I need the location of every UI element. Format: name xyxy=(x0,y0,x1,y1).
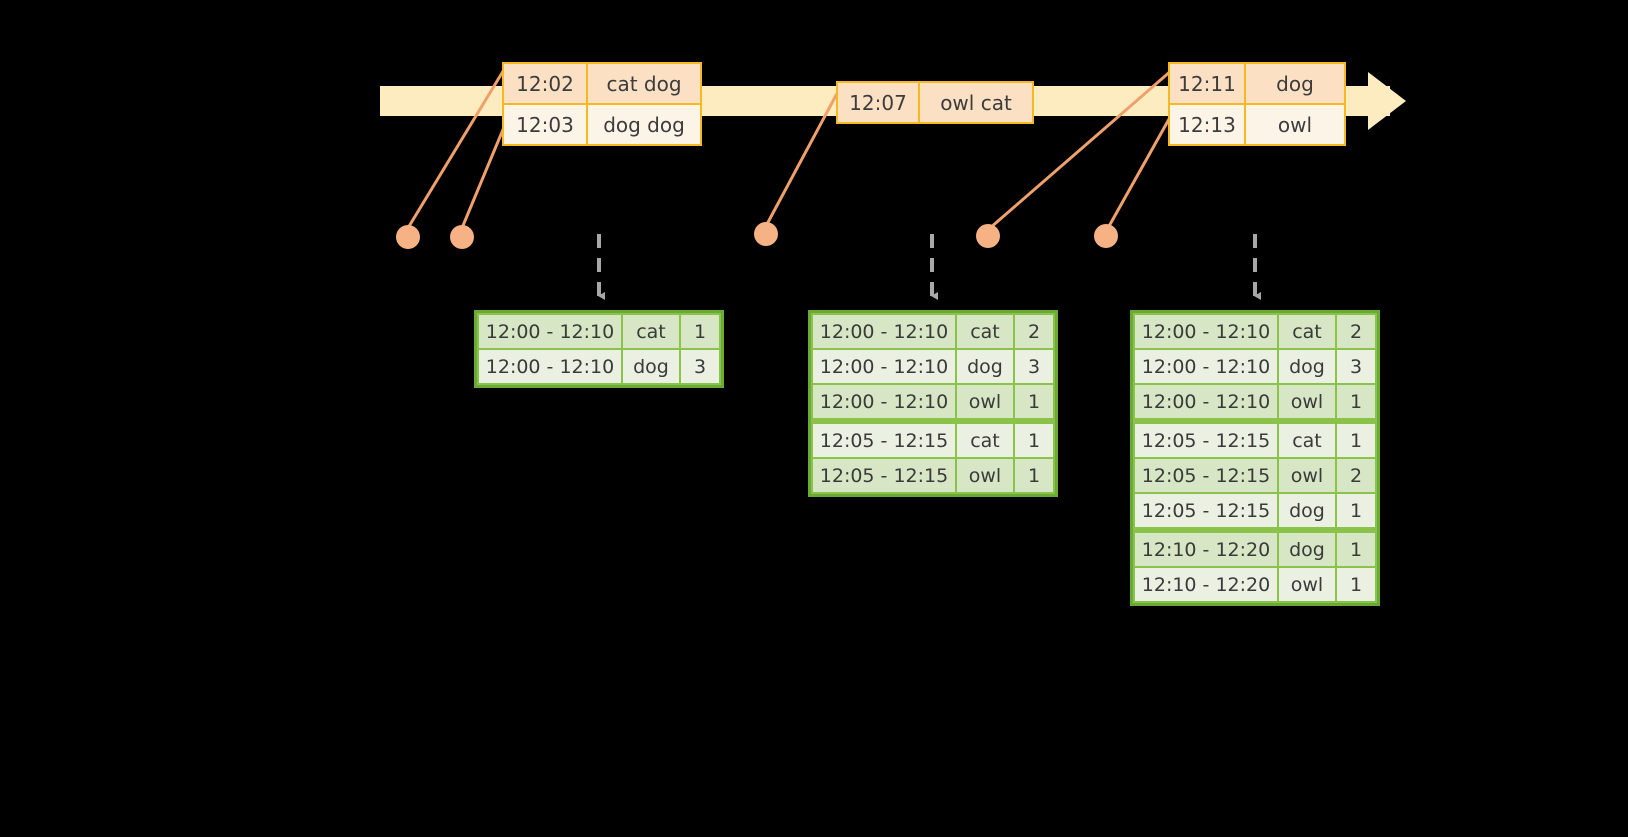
count-cell: 2 xyxy=(1337,315,1375,348)
event-dot-4 xyxy=(976,224,1000,248)
word-cell: cat xyxy=(623,315,679,348)
count-cell: 1 xyxy=(1337,533,1375,566)
event-time: 12:03 xyxy=(504,105,588,144)
event-dot-1 xyxy=(396,225,420,249)
window-cell: 12:00 - 12:10 xyxy=(1135,385,1277,418)
event-words: dog xyxy=(1246,64,1344,103)
word-cell: cat xyxy=(957,424,1013,457)
word-cell: dog xyxy=(1279,533,1335,566)
window-cell: 12:05 - 12:15 xyxy=(1135,459,1277,492)
window-cell: 12:00 - 12:10 xyxy=(813,350,955,383)
count-cell: 3 xyxy=(1337,350,1375,383)
event-group-3: 12:11 dog 12:13 owl xyxy=(1168,62,1346,146)
window-cell: 12:00 - 12:10 xyxy=(813,385,955,418)
event-row: 12:07 owl cat xyxy=(838,83,1032,122)
event-dot-2 xyxy=(450,225,474,249)
count-cell: 1 xyxy=(1337,494,1375,527)
event-row: 12:03 dog dog xyxy=(504,103,700,144)
word-cell: dog xyxy=(1279,494,1335,527)
window-cell: 12:00 - 12:10 xyxy=(1135,315,1277,348)
event-row: 12:02 cat dog xyxy=(504,64,700,103)
window-cell: 12:05 - 12:15 xyxy=(1135,424,1277,457)
event-group-1: 12:02 cat dog 12:03 dog dog xyxy=(502,62,702,146)
event-words: dog dog xyxy=(588,105,700,144)
count-cell: 1 xyxy=(1015,459,1053,492)
word-cell: dog xyxy=(623,350,679,383)
event-time: 12:02 xyxy=(504,64,588,103)
window-cell: 12:00 - 12:10 xyxy=(1135,350,1277,383)
word-cell: cat xyxy=(957,315,1013,348)
event-time: 12:11 xyxy=(1170,64,1246,103)
count-cell: 1 xyxy=(1015,385,1053,418)
count-cell: 1 xyxy=(1337,385,1375,418)
word-cell: owl xyxy=(1279,568,1335,601)
count-cell: 1 xyxy=(681,315,719,348)
event-words: owl cat xyxy=(920,83,1032,122)
word-cell: dog xyxy=(957,350,1013,383)
count-cell: 2 xyxy=(1015,315,1053,348)
event-row: 12:13 owl xyxy=(1170,103,1344,144)
count-cell: 3 xyxy=(681,350,719,383)
word-cell: cat xyxy=(1279,315,1335,348)
event-row: 12:11 dog xyxy=(1170,64,1344,103)
count-cell: 2 xyxy=(1337,459,1375,492)
window-cell: 12:10 - 12:20 xyxy=(1135,568,1277,601)
event-group-2: 12:07 owl cat xyxy=(836,81,1034,124)
word-cell: owl xyxy=(1279,459,1335,492)
window-cell: 12:05 - 12:15 xyxy=(1135,494,1277,527)
event-time: 12:13 xyxy=(1170,105,1246,144)
event-dot-5 xyxy=(1094,224,1118,248)
window-cell: 12:00 - 12:10 xyxy=(813,315,955,348)
count-cell: 1 xyxy=(1015,424,1053,457)
event-dot-3 xyxy=(754,222,778,246)
word-cell: owl xyxy=(957,459,1013,492)
window-cell: 12:10 - 12:20 xyxy=(1135,533,1277,566)
count-cell: 3 xyxy=(1015,350,1053,383)
window-cell: 12:00 - 12:10 xyxy=(479,315,621,348)
window-cell: 12:00 - 12:10 xyxy=(479,350,621,383)
timeline-arrowhead-icon xyxy=(1368,72,1406,130)
window-cell: 12:05 - 12:15 xyxy=(813,424,955,457)
result-arrows xyxy=(597,234,1261,300)
window-cell: 12:05 - 12:15 xyxy=(813,459,955,492)
event-time: 12:07 xyxy=(838,83,920,122)
word-cell: cat xyxy=(1279,424,1335,457)
count-cell: 1 xyxy=(1337,568,1375,601)
word-cell: dog xyxy=(1279,350,1335,383)
word-cell: owl xyxy=(957,385,1013,418)
event-words: owl xyxy=(1246,105,1344,144)
count-cell: 1 xyxy=(1337,424,1375,457)
event-words: cat dog xyxy=(588,64,700,103)
word-cell: owl xyxy=(1279,385,1335,418)
